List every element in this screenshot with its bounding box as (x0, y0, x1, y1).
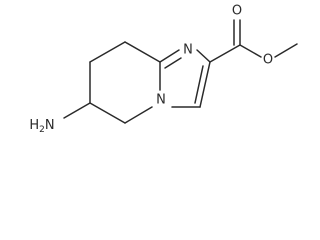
bond-ccarbonyl-oester (239, 44, 262, 58)
atom-label-o-carbonyl: O (232, 4, 242, 19)
bond-c8a-n1 (159, 49, 180, 63)
bond-c2-c3 (199, 61, 211, 108)
atom-label-n-bridge: N (156, 93, 166, 108)
bond-c8a-c8 (124, 41, 161, 63)
atom-label-amino: H2N (29, 118, 54, 135)
bond-c2-ccarbonyl (209, 44, 241, 63)
bond-c8-c7 (89, 41, 126, 63)
atom-label-o-ester: O (263, 53, 273, 68)
bond-c6-nh2 (63, 102, 91, 119)
bond-oester-methyl (274, 43, 298, 58)
chemical-structure-diagram: N N O O H2N (29, 4, 298, 135)
atom-label-n-imidazole: N (183, 43, 193, 58)
bond-c5-n4 (124, 106, 153, 124)
bond-c8a-n1-double (164, 57, 182, 69)
bond-n1-c2 (196, 49, 211, 63)
bond-c6-c5 (89, 102, 126, 124)
bond-c2-c3-double (194, 65, 204, 104)
